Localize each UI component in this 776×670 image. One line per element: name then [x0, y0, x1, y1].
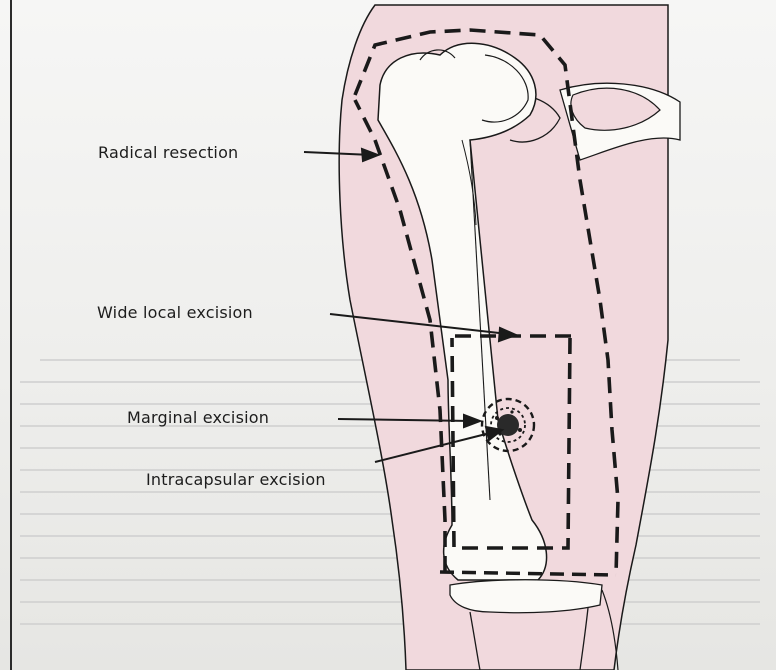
tibia-top	[450, 580, 602, 613]
label-radical-resection: Radical resection	[98, 143, 238, 162]
label-wide-local-excision: Wide local excision	[97, 303, 253, 322]
label-intracapsular-excision: Intracapsular excision	[146, 470, 326, 489]
label-marginal-excision: Marginal excision	[127, 408, 269, 427]
